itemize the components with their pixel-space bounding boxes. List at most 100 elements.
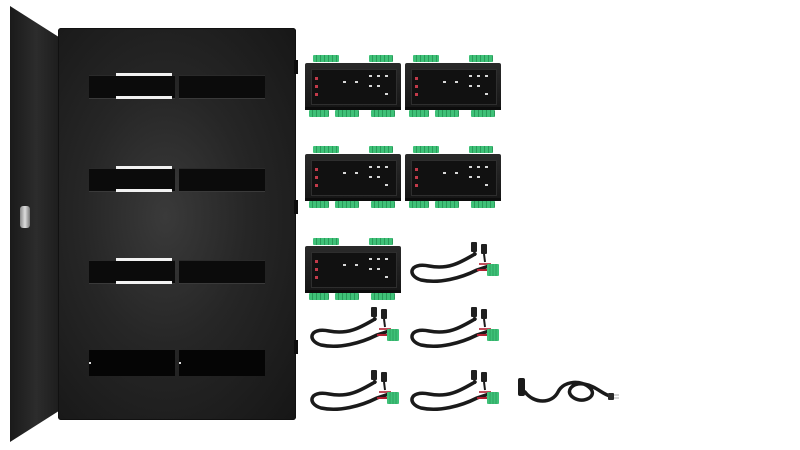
status-led — [477, 176, 480, 178]
terminal-block — [309, 293, 329, 300]
status-led — [469, 85, 472, 87]
terminal-block — [309, 110, 329, 117]
status-led — [469, 166, 472, 168]
status-led — [377, 166, 380, 168]
status-led — [343, 172, 346, 174]
wiring-harness-icon — [410, 307, 499, 348]
mounting-rail — [116, 258, 172, 261]
status-indicator — [315, 184, 318, 187]
terminal-block — [413, 55, 439, 62]
controller-module — [305, 146, 401, 208]
status-led — [385, 166, 388, 168]
status-led — [443, 81, 446, 83]
status-led — [385, 93, 388, 95]
status-led — [377, 75, 380, 77]
terminal-block — [309, 201, 329, 208]
mounting-rail — [116, 189, 172, 192]
enclosure-door — [10, 6, 58, 442]
status-indicator — [315, 93, 318, 96]
terminal-block — [313, 238, 339, 245]
wiring-harness-icon — [410, 370, 499, 411]
terminal-block — [371, 293, 395, 300]
module-faceplate — [311, 252, 397, 288]
status-led — [477, 75, 480, 77]
status-led — [385, 276, 388, 278]
terminal-block — [335, 110, 359, 117]
status-led — [385, 258, 388, 260]
status-led — [377, 176, 380, 178]
terminal-block — [435, 110, 459, 117]
din-rail-clip — [305, 107, 401, 110]
status-led — [385, 75, 388, 77]
status-led — [369, 166, 372, 168]
cabinet-hinge — [294, 200, 298, 214]
status-indicator — [415, 168, 418, 171]
status-indicator — [415, 85, 418, 88]
din-rail-clip — [305, 290, 401, 293]
status-indicator — [415, 176, 418, 179]
terminal-block — [471, 110, 495, 117]
cabinet-hinge — [294, 340, 298, 354]
status-led — [485, 184, 488, 186]
status-led — [455, 172, 458, 174]
terminal-block — [371, 201, 395, 208]
status-indicator — [315, 168, 318, 171]
din-rail-clip — [405, 198, 501, 201]
knockout-slot — [179, 350, 265, 376]
door-latch — [20, 206, 30, 228]
status-led — [369, 75, 372, 77]
mounting-rail — [116, 166, 172, 169]
knockout-slot — [89, 350, 175, 376]
terminal-block — [369, 146, 393, 153]
status-led — [377, 258, 380, 260]
status-indicator — [315, 176, 318, 179]
mounting-rail — [116, 96, 172, 99]
terminal-block — [369, 238, 393, 245]
mounting-rail — [116, 281, 172, 284]
status-indicator — [315, 85, 318, 88]
mounting-slot-row — [89, 258, 265, 284]
terminal-block — [435, 201, 459, 208]
knockout-marker — [89, 362, 91, 364]
knockout-panel — [89, 350, 265, 376]
wiring-harness-icon — [310, 370, 399, 411]
status-led — [369, 85, 372, 87]
mounting-slot — [179, 75, 265, 99]
din-rail-clip — [405, 107, 501, 110]
module-faceplate — [411, 69, 497, 105]
status-led — [477, 85, 480, 87]
status-led — [485, 93, 488, 95]
controller-module — [405, 55, 501, 117]
status-led — [343, 264, 346, 266]
mounting-slot — [179, 260, 265, 284]
din-rail-clip — [305, 198, 401, 201]
wiring-harness-icon — [310, 307, 399, 348]
terminal-block — [313, 146, 339, 153]
status-led — [355, 81, 358, 83]
power-cord-icon — [518, 378, 619, 403]
status-led — [355, 172, 358, 174]
mounting-slot — [179, 168, 265, 192]
status-led — [377, 85, 380, 87]
terminal-block — [469, 146, 493, 153]
status-indicator — [415, 77, 418, 80]
status-led — [443, 172, 446, 174]
terminal-block — [369, 55, 393, 62]
mounting-rail — [116, 73, 172, 76]
status-led — [477, 166, 480, 168]
controller-module — [405, 146, 501, 208]
module-faceplate — [411, 160, 497, 196]
terminal-block — [335, 293, 359, 300]
status-indicator — [315, 276, 318, 279]
status-led — [485, 75, 488, 77]
status-led — [343, 81, 346, 83]
controller-module — [305, 238, 401, 300]
terminal-block — [469, 55, 493, 62]
status-led — [385, 184, 388, 186]
terminal-block — [409, 110, 429, 117]
status-indicator — [315, 77, 318, 80]
terminal-block — [471, 201, 495, 208]
terminal-block — [335, 201, 359, 208]
status-led — [369, 268, 372, 270]
status-indicator — [315, 260, 318, 263]
